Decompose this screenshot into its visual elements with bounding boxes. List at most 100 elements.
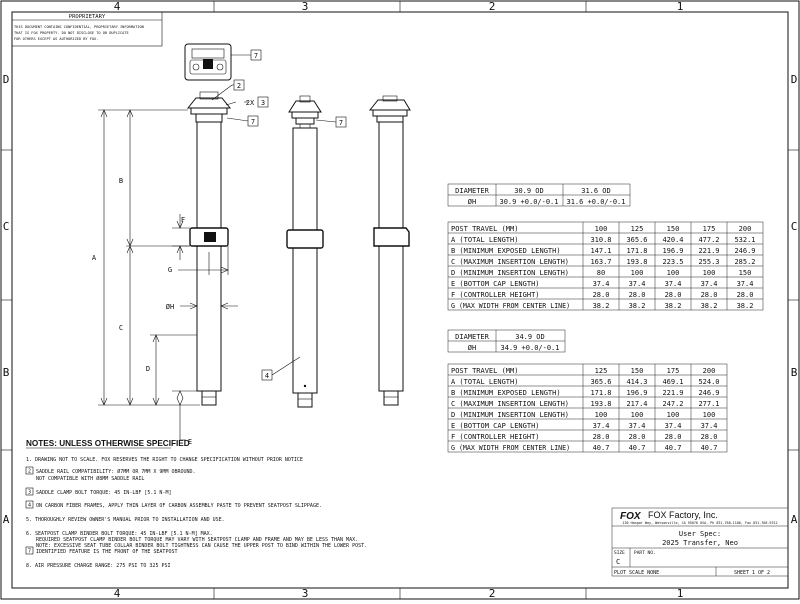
callout-qty-2x: 2X [246, 99, 255, 107]
t2-cell: 277.1 [698, 400, 719, 408]
t1-cell: 28.0 [593, 291, 610, 299]
t2-travel-2: 175 [667, 367, 680, 375]
t1-cell: 38.2 [593, 302, 610, 310]
t1-row-label: B (MINIMUM EXPOSED LENGTH) [451, 247, 561, 255]
seatpost-side-view-1 [186, 91, 232, 406]
note-8: 8. AIR PRESSURE CHARGE RANGE: 275 PSI TO… [26, 563, 171, 569]
note-2-line-2: NOT COMPATIBLE WITH Ø8MM SADDLE RAIL [36, 475, 144, 482]
t1-cell: 223.5 [662, 258, 683, 266]
t2-cell: 365.6 [590, 378, 611, 386]
dim-label-h: ØH [166, 303, 174, 311]
zone-bottom-2: 2 [489, 587, 496, 600]
note-2-num: 2 [28, 469, 31, 475]
t2-cell: 37.4 [701, 422, 718, 430]
t1-cell: 477.2 [698, 236, 719, 244]
t2-row-label: F (CONTROLLER HEIGHT) [451, 433, 540, 441]
note-4-box [25, 500, 34, 509]
t2-h-label: ØH [468, 344, 476, 352]
t1-h-label: ØH [468, 198, 476, 206]
plot-scale: PLOT SCALE NONE [614, 570, 659, 576]
t1-cell: 285.2 [734, 258, 755, 266]
t2-cell: 193.8 [590, 400, 611, 408]
t2-cell: 469.1 [662, 378, 683, 386]
zone-left-d: D [3, 73, 10, 86]
t1-cell: 246.9 [734, 247, 755, 255]
proprietary-line-2: THAT IS FOX PROPERTY. DO NOT DISCLOSE TO… [14, 31, 129, 35]
part-no-label: PART NO. [634, 550, 656, 556]
t2-cell: 40.7 [593, 444, 610, 452]
t2-h-0: 34.9 +0.0/-0.1 [500, 344, 559, 352]
note-2-line-1: SADDLE RAIL COMPATIBILITY: Ø7MM OR 7MM X… [36, 468, 196, 475]
t1-cell: 38.2 [701, 302, 718, 310]
zone-left-b: B [3, 366, 10, 379]
callout-labels-view-1: 7 2 2X 3 7 [237, 52, 265, 126]
t1-cell: 28.0 [665, 291, 682, 299]
note-2-box [25, 466, 34, 475]
t2-row-label: G (MAX WIDTH FROM CENTER LINE) [451, 444, 570, 452]
t2-cell: 100 [667, 411, 680, 419]
size-label: SIZE [614, 550, 625, 556]
size-value: C [616, 558, 620, 566]
t2-cell: 100 [703, 411, 716, 419]
t1-cell: 221.9 [698, 247, 719, 255]
t2-cell: 247.2 [662, 400, 683, 408]
zone-top-1: 1 [677, 0, 684, 13]
t1-travel-2: 150 [667, 225, 680, 233]
callout-3: 3 [261, 99, 265, 107]
t1-row-label: A (TOTAL LENGTH) [451, 236, 518, 244]
dim-label-d: D [146, 365, 150, 373]
t2-cell: 37.4 [593, 422, 610, 430]
t2-cell: 100 [595, 411, 608, 419]
t1-cell: 150 [739, 269, 752, 277]
t1-cell: 28.0 [737, 291, 754, 299]
note-1: 1. DRAWING NOT TO SCALE. FOX RESERVES TH… [26, 457, 303, 463]
t1-cell: 532.1 [734, 236, 755, 244]
t1-cell: 420.4 [662, 236, 683, 244]
t2-grid [447, 363, 728, 453]
note-6-line-3: NOTE: EXCESSIVE SEAT TUBE COLLAR BINDER … [36, 543, 367, 549]
t2-travel-header: POST TRAVEL (MM) [451, 367, 518, 375]
zone-right-c: C [791, 220, 798, 233]
t1-cell: 193.8 [626, 258, 647, 266]
note-3-num: 3 [28, 490, 31, 496]
t1-travel-0: 100 [595, 225, 608, 233]
t2-cell: 40.7 [701, 444, 718, 452]
zone-top-2: 2 [489, 0, 496, 13]
t1-cell: 147.1 [590, 247, 611, 255]
callout-4: 4 [265, 372, 269, 380]
dim-label-f: F [181, 216, 185, 224]
note-7: IDENTIFIED FEATURE IS THE FRONT OF THE S… [36, 549, 177, 555]
dim-label-a: A [92, 254, 97, 262]
t2-cell: 221.9 [662, 389, 683, 397]
t1-row-label: D (MINIMUM INSERTION LENGTH) [451, 269, 569, 277]
t2-row-label: C (MAXIMUM INSERTION LENGTH) [451, 400, 569, 408]
dim-label-b: B [119, 177, 123, 185]
t2-cell: 28.0 [593, 433, 610, 441]
t1-cell: 37.4 [593, 280, 610, 288]
spec-table-2: DIAMETER 34.9 OD ØH 34.9 +0.0/-0.1 POST … [447, 329, 728, 453]
t1-h-0: 30.9 +0.0/-0.1 [499, 198, 558, 206]
company-address: 130 Hangar Way, Watsonville, CA 95076 US… [622, 521, 777, 525]
zone-bottom-3: 3 [302, 587, 309, 600]
t1-cell: 80 [597, 269, 605, 277]
callouts-view-1 [211, 49, 269, 127]
t2-diameter-0: 34.9 OD [515, 333, 545, 341]
t1-cell: 37.4 [665, 280, 682, 288]
t1-cell: 28.0 [701, 291, 718, 299]
t1-cell: 196.9 [662, 247, 683, 255]
t2-cell: 524.0 [698, 378, 719, 386]
t1-row-label: C (MAXIMUM INSERTION LENGTH) [451, 258, 569, 266]
sheet-number: SHEET 1 OF 2 [734, 570, 770, 576]
zone-top-4: 4 [114, 0, 121, 13]
t1-cell: 38.2 [629, 302, 646, 310]
t2-cell: 100 [631, 411, 644, 419]
note-4-num: 4 [28, 503, 31, 509]
zone-left-a: A [3, 513, 10, 526]
callout-7-front: 7 [339, 119, 343, 127]
proprietary-line-3: FOR OTHERS EXCEPT AS AUTHORIZED BY FOX. [14, 37, 98, 41]
user-spec-label: User Spec: [679, 530, 721, 538]
seatpost-front-view [286, 95, 324, 408]
t1-h-1: 31.6 +0.0/-0.1 [566, 198, 625, 206]
